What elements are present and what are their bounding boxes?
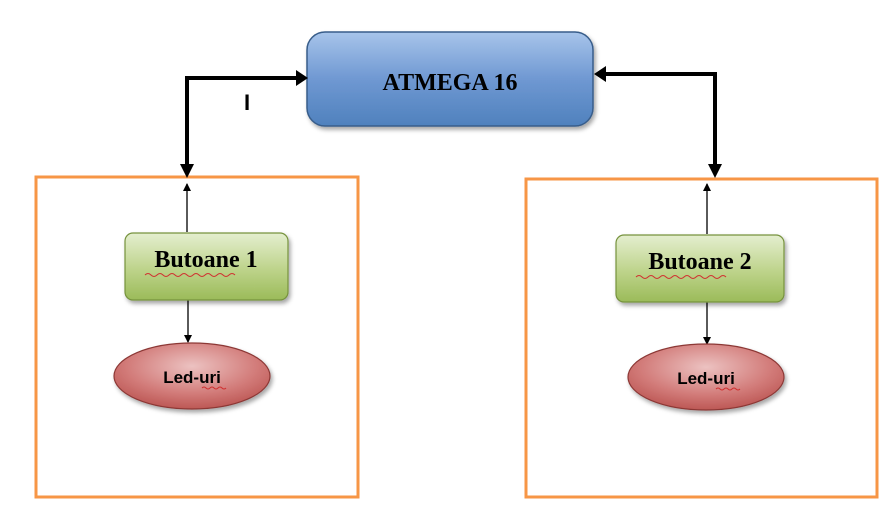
left-bus-arrowhead-top xyxy=(296,70,308,86)
left-buttons-label: Butoane 1 xyxy=(154,247,257,273)
left-buttons-node: Butoane 1 xyxy=(124,232,289,301)
right-buttons-spellcheck xyxy=(635,275,727,279)
right-bus-arrowhead-bottom xyxy=(708,164,722,178)
right-group-box xyxy=(524,177,879,499)
connector-label: I xyxy=(244,90,250,115)
right-buttons-node: Butoane 2 xyxy=(615,234,785,303)
left-group-box xyxy=(34,175,360,499)
right-buttons-label: Butoane 2 xyxy=(648,249,751,275)
right-bus-connector xyxy=(594,66,722,178)
atmega-node: ATMEGA 16 xyxy=(306,31,594,127)
right-leds-spellcheck xyxy=(715,387,741,391)
right-bus-arrowhead-top xyxy=(594,66,606,82)
left-bus-arrowhead-bottom xyxy=(180,164,194,178)
atmega-label: ATMEGA 16 xyxy=(383,70,518,96)
left-leds-spellcheck xyxy=(201,386,227,390)
right-leds-label: Led-uri xyxy=(677,369,735,388)
left-bus-connector xyxy=(180,70,308,178)
left-buttons-spellcheck xyxy=(144,273,236,277)
left-leds-node: Led-uri xyxy=(113,342,271,410)
right-leds-node: Led-uri xyxy=(627,343,785,411)
left-leds-label: Led-uri xyxy=(163,368,221,387)
